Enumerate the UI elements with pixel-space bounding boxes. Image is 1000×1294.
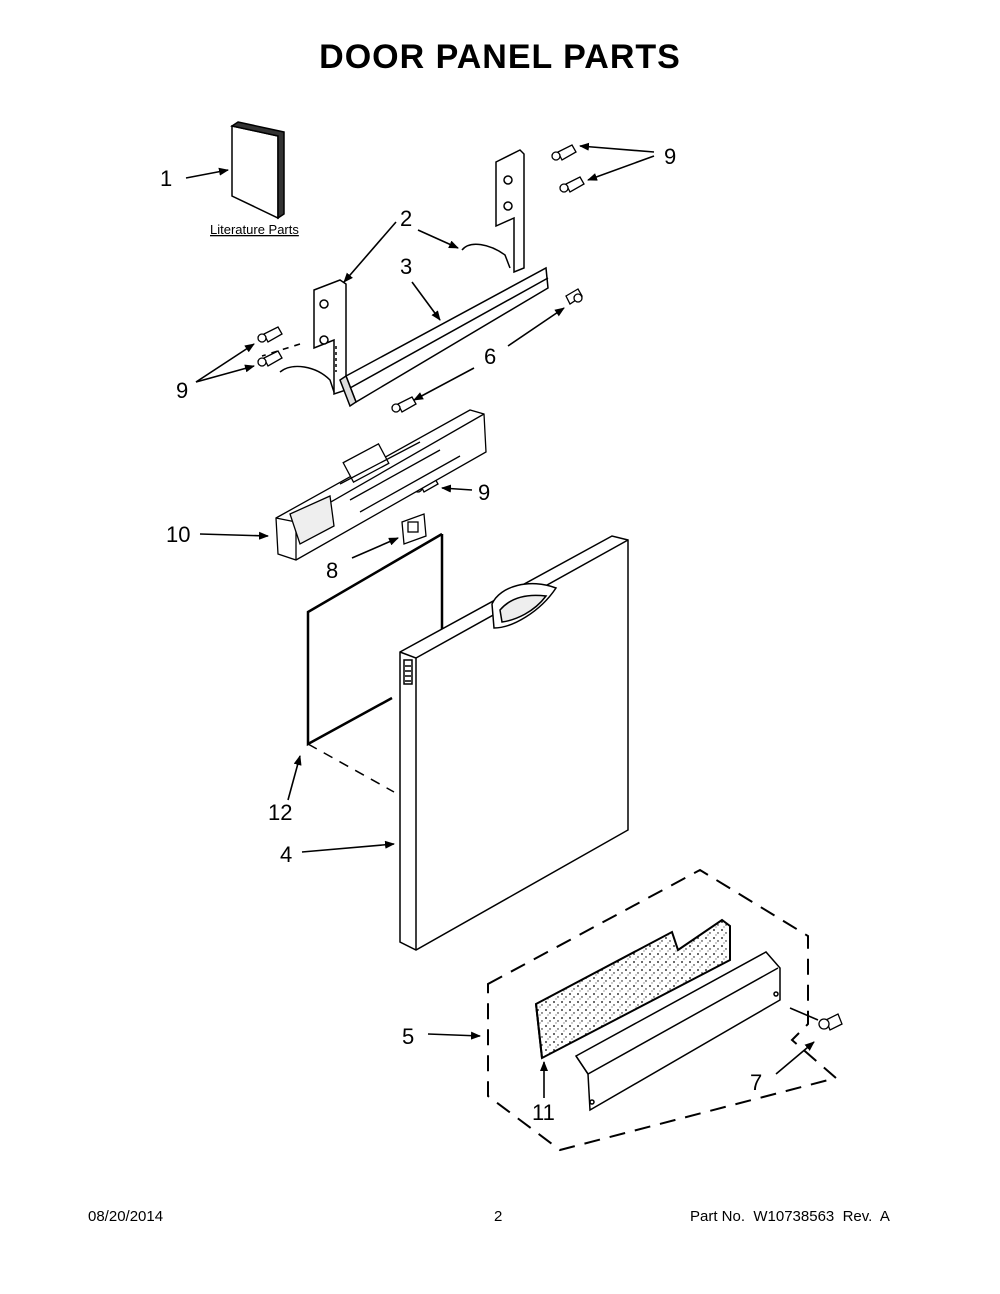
- callout-10: 10: [166, 522, 190, 547]
- page-title: DOOR PANEL PARTS: [319, 38, 681, 76]
- leader-lines: [185, 142, 819, 1098]
- callout-5: 5: [402, 1024, 414, 1049]
- right-door-bracket: [461, 149, 525, 274]
- callout-4: 4: [280, 842, 292, 867]
- door-panel: [399, 535, 629, 951]
- footer-date: 08/20/2014: [88, 1208, 164, 1225]
- kickplate-bracket: [574, 951, 781, 1112]
- callout-8: 8: [326, 558, 338, 583]
- callout-9-left: 9: [176, 378, 188, 403]
- gasket-leader: [307, 743, 395, 793]
- clip-part: [401, 513, 427, 545]
- literature-parts-label: Literature Parts: [210, 222, 299, 237]
- gasket-outline: [306, 532, 444, 747]
- left-door-bracket: [279, 279, 347, 396]
- screw-icon: [257, 144, 843, 1031]
- insulation-pad: [534, 918, 731, 1060]
- kickplate-group-outline: [487, 868, 839, 1152]
- footer-page-number: 2: [494, 1208, 503, 1225]
- callout-2: 2: [400, 206, 412, 231]
- control-housing: [275, 409, 487, 561]
- callout-9-mid: 9: [478, 480, 490, 505]
- door-strip: [339, 266, 549, 408]
- callout-11: 11: [532, 1100, 555, 1125]
- literature-booklet: [230, 121, 285, 220]
- footer-part-number: Part No. W10738563 Rev. A: [690, 1208, 890, 1225]
- callout-1: 1: [160, 166, 172, 191]
- callout-7: 7: [750, 1070, 762, 1095]
- callout-6: 6: [484, 344, 496, 369]
- callout-3: 3: [400, 254, 412, 279]
- callout-12: 12: [268, 800, 292, 825]
- callout-9-top: 9: [664, 144, 676, 169]
